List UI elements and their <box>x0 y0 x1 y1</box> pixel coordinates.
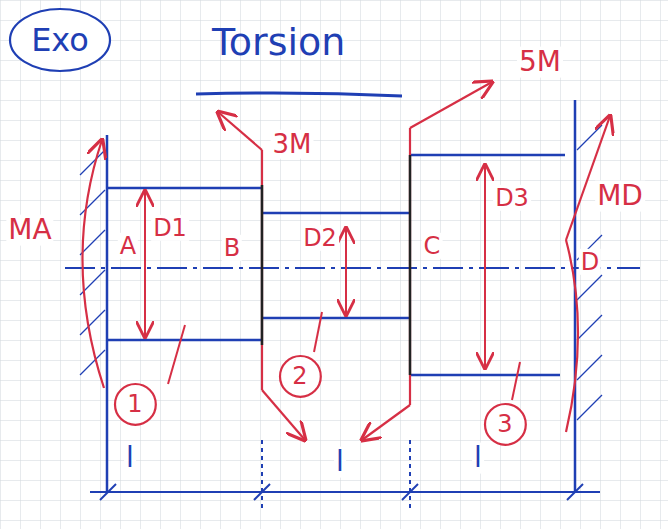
callout-number: 3 <box>483 402 528 447</box>
callout-number: 2 <box>278 354 323 399</box>
moment-label: MD <box>595 181 645 212</box>
callout-number: 1 <box>113 382 158 427</box>
length-label: l <box>472 443 484 474</box>
exercise-badge: Exo <box>8 7 112 73</box>
moment-label: MA <box>6 215 53 246</box>
moment-label: 3M <box>271 130 314 159</box>
node-text: 1 <box>127 392 142 416</box>
moment-label: 5M <box>517 47 563 78</box>
point-label: B <box>222 235 242 261</box>
length-label: l <box>124 443 136 474</box>
node-text: 2 <box>292 364 307 388</box>
title: Torsion <box>212 22 345 64</box>
diameter-label: D1 <box>151 215 189 241</box>
point-label: A <box>118 233 138 259</box>
node-text: 3 <box>497 412 512 436</box>
point-label: C <box>422 233 443 259</box>
diameter-label: D3 <box>493 185 531 211</box>
point-label: D <box>579 249 601 275</box>
length-label: l <box>334 447 346 478</box>
node-text: Exo <box>31 24 89 56</box>
diameter-label: D2 <box>301 225 339 251</box>
